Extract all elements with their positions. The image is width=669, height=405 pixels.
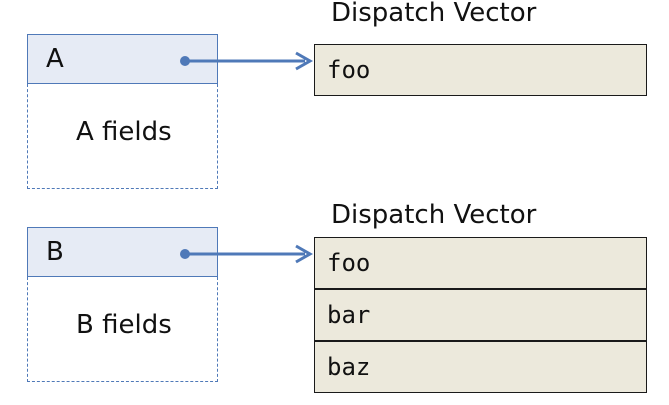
pointer-arrowhead-b <box>295 244 314 264</box>
object-b-fields-label: B fields <box>76 310 172 340</box>
object-a-fields-box: A fields <box>27 84 218 189</box>
object-a-fields-label: A fields <box>76 117 172 147</box>
dispatch-vector-a-title: Dispatch Vector <box>331 0 537 28</box>
pointer-arrow-b <box>180 244 314 264</box>
object-a-label: A <box>46 44 64 74</box>
dispatch-vector-b-entry-baz: baz <box>314 341 647 393</box>
object-b-label: B <box>46 237 64 267</box>
dispatch-vector-b-entry-foo: foo <box>314 237 647 289</box>
dispatch-vector-b-entry-bar: bar <box>314 289 647 341</box>
dispatch-vector-b-title: Dispatch Vector <box>331 200 537 230</box>
pointer-arrow-a <box>180 51 314 71</box>
dispatch-vector-a-entry: foo <box>314 44 647 96</box>
pointer-arrowhead-a <box>295 51 314 71</box>
object-b-fields-box: B fields <box>27 277 218 382</box>
